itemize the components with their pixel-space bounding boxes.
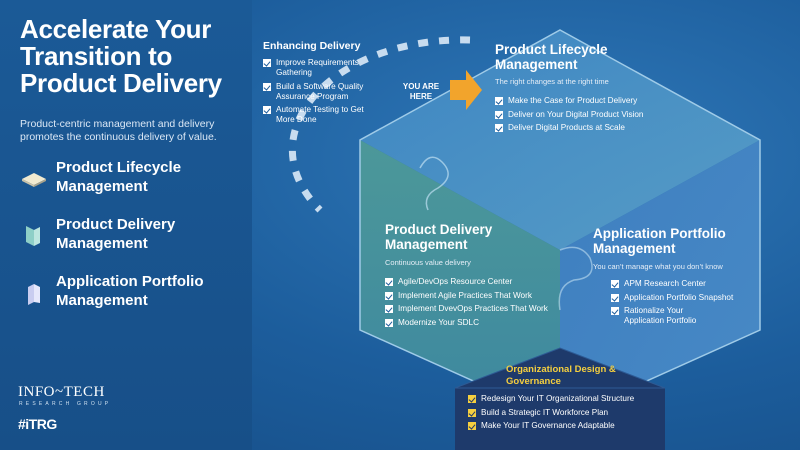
checkbox-icon <box>263 59 271 67</box>
legend-item-plm: Product Lifecycle Management <box>20 158 246 196</box>
legend-label-pdm: Product Delivery Management <box>56 216 176 252</box>
list-item[interactable]: Make the Case for Product Delivery <box>495 96 685 106</box>
puzzle-piece-top-icon <box>22 173 46 187</box>
checkbox-icon <box>495 124 503 132</box>
list-item[interactable]: Deliver Digital Products at Scale <box>495 123 685 133</box>
plm-block: Product Lifecycle Management The right c… <box>495 42 685 137</box>
checkbox-icon <box>611 307 619 315</box>
list-item[interactable]: Automate Testing to Get More Done <box>263 105 383 125</box>
brand-subtitle: RESEARCH GROUP <box>19 401 112 407</box>
checkbox-icon <box>611 280 619 288</box>
checkbox-icon <box>468 422 476 430</box>
apm-tagline: You can’t manage what you don’t know <box>593 262 723 271</box>
list-item[interactable]: Application Portfolio Snapshot <box>611 293 763 303</box>
apm-title: Application Portfolio Management <box>593 226 726 256</box>
list-item[interactable]: Modernize Your SDLC <box>385 318 560 328</box>
org-title: Organizational Design & Governance <box>506 364 616 387</box>
list-item[interactable]: Make Your IT Governance Adaptable <box>468 421 663 431</box>
puzzle-piece-left-icon <box>26 226 40 246</box>
list-item[interactable]: Improve Requirements Gathering <box>263 58 383 78</box>
you-are-here-label: YOU ARE HERE <box>402 82 440 101</box>
enhancing-delivery-block: Enhancing Delivery Improve Requirements … <box>263 40 383 129</box>
list-item[interactable]: Agile/DevOps Resource Center <box>385 277 560 287</box>
checkbox-icon <box>263 82 271 91</box>
list-item[interactable]: Build a Strategic IT Workforce Plan <box>468 408 663 418</box>
puzzle-tab-right <box>558 246 593 311</box>
list-item[interactable]: Implement Agile Practices That Work <box>385 291 560 301</box>
dashed-orbit <box>288 36 471 213</box>
hex-piece-right <box>560 140 760 420</box>
apm-block: Application Portfolio Management You can… <box>593 226 763 330</box>
left-panel: Accelerate Your Transition to Product De… <box>0 0 252 450</box>
pdm-tagline: Continuous value delivery <box>385 258 471 267</box>
checkbox-icon <box>468 408 476 417</box>
legend-item-pdm: Product Delivery Management <box>20 215 246 253</box>
list-item[interactable]: Deliver on Your Digital Product Vision <box>495 110 685 120</box>
org-block: Organizational Design & Governance Redes… <box>468 364 663 435</box>
checkbox-icon <box>263 106 271 114</box>
you-are-here-arrow <box>450 70 482 110</box>
list-item[interactable]: Redesign Your IT Organizational Structur… <box>468 394 663 404</box>
list-item[interactable]: Build a Software Quality Assurance Progr… <box>263 82 383 102</box>
list-item[interactable]: APM Research Center <box>611 279 763 289</box>
pdm-title: Product Delivery Management <box>385 222 493 252</box>
pdm-block: Product Delivery Management Continuous v… <box>385 222 560 331</box>
plm-title: Product Lifecycle Management <box>495 42 608 72</box>
legend-label-plm: Product Lifecycle Management <box>56 159 182 195</box>
checkbox-icon <box>385 291 393 300</box>
checkbox-icon <box>611 293 619 302</box>
governance-base-highlight <box>454 347 666 389</box>
brand-logo: INFO~TECH <box>18 384 105 400</box>
checkbox-icon <box>495 110 503 119</box>
list-item[interactable]: Rationalize Your Application Portfolio <box>611 306 721 326</box>
list-item[interactable]: Implement DvevOps Practices That Work <box>385 304 560 314</box>
hex-piece-left <box>360 140 560 420</box>
page-subtitle: Product-centric management and delivery … <box>20 118 217 143</box>
puzzle-tab-top <box>419 156 449 211</box>
puzzle-piece-right-icon <box>28 284 40 305</box>
page-title: Accelerate Your Transition to Product De… <box>20 14 222 98</box>
legend-item-apm: Application Portfolio Management <box>20 272 246 310</box>
plm-tagline: The right changes at the right time <box>495 77 609 86</box>
brand-hashtag: #iTRG <box>18 416 57 432</box>
checkbox-icon <box>385 278 393 286</box>
legend-label-apm: Application Portfolio Management <box>56 273 204 309</box>
checkbox-icon <box>385 318 393 327</box>
checkbox-icon <box>468 395 476 403</box>
checkbox-icon <box>385 305 393 313</box>
governance-base <box>455 348 665 450</box>
enhancing-title: Enhancing Delivery <box>263 40 361 52</box>
checkbox-icon <box>495 97 503 105</box>
